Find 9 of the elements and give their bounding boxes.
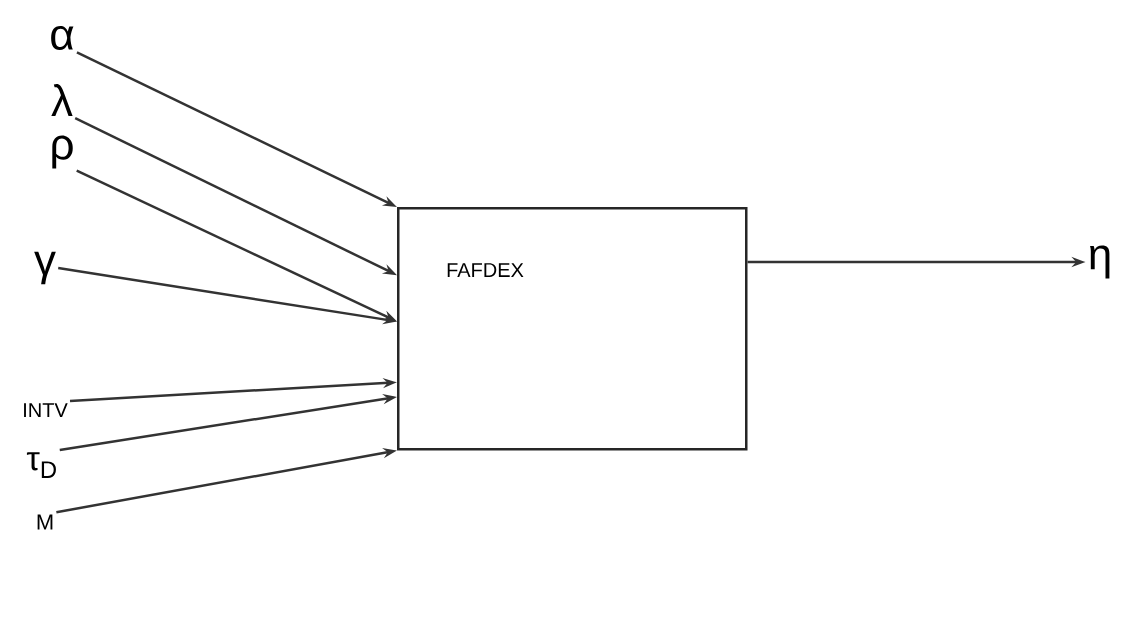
symbol-label: α — [51, 25, 74, 51]
symbol-label: M — [37, 514, 53, 530]
symbol-label: λ — [51, 84, 73, 116]
symbol-label: γ — [34, 251, 56, 285]
symbol-label: INTV — [24, 403, 68, 417]
symbol-label: η — [1090, 245, 1110, 279]
process-box: FAFDEX — [397, 207, 748, 451]
symbol-label: τ$_{D}$ — [26, 452, 56, 478]
symbol-label: ρ — [52, 135, 73, 169]
